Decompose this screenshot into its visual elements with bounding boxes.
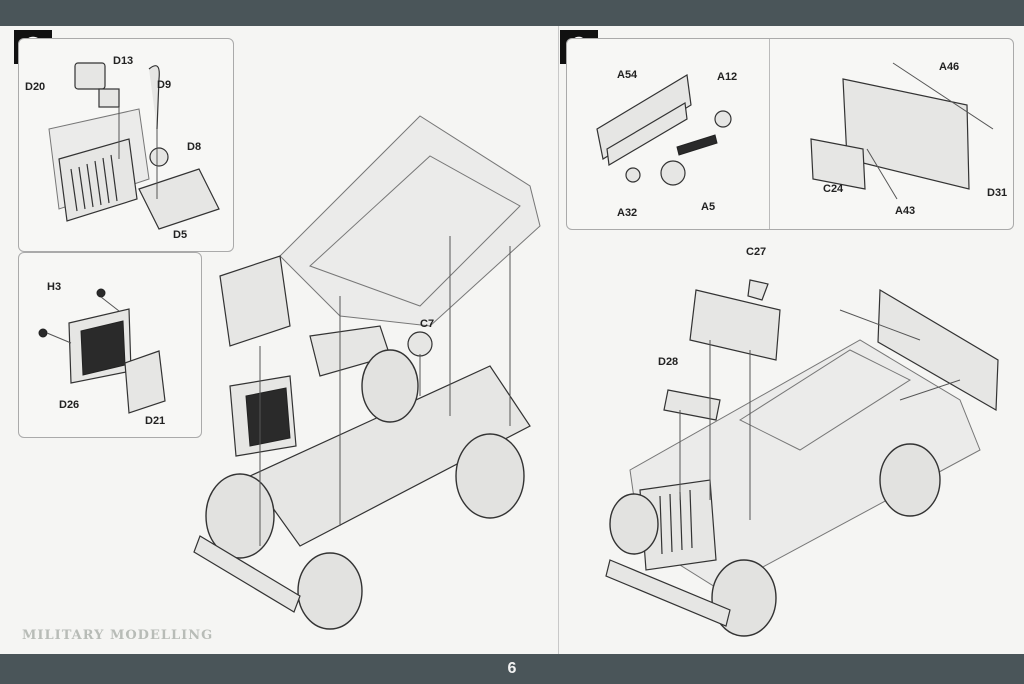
step-8-subassembly-grille: D20 D13 D9 D8 D5	[18, 38, 234, 252]
part-label-a54: A54	[617, 69, 638, 81]
part-label-d20: D20	[25, 81, 46, 93]
part-label-a43: A43	[895, 205, 916, 217]
radiator-subassembly-drawing	[38, 288, 166, 414]
step-9-main-exploded-view	[605, 279, 999, 637]
part-label-d13: D13	[113, 55, 134, 67]
part-label-c24: C24	[823, 183, 844, 195]
part-label-d31: D31	[987, 187, 1008, 199]
part-label-a46: A46	[939, 61, 960, 73]
step-8-main-exploded-view	[193, 115, 541, 630]
part-label-h3: H3	[47, 281, 62, 293]
subassembly-divider	[769, 39, 770, 229]
part-label-d28: D28	[658, 356, 679, 368]
part-label-a12: A12	[717, 71, 738, 83]
part-label-a32: A32	[617, 207, 638, 219]
step-8-subassembly-radiator: H3 D26 D21	[18, 252, 202, 438]
watermark-logo: MILITARY MODELLING	[22, 628, 214, 643]
part-label-d9: D9	[157, 79, 172, 91]
step-9-subassembly-panels: A54 A12 A32 A5 A46 C24 A43 D31	[566, 38, 1014, 230]
page-number: 6	[507, 660, 517, 677]
page-divider	[558, 26, 559, 654]
part-label-d8: D8	[187, 141, 202, 153]
part-label-c7: C7	[420, 318, 435, 330]
grille-subassembly-drawing	[48, 62, 220, 230]
part-label-a5: A5	[701, 201, 716, 213]
bottom-band	[0, 654, 1024, 684]
part-label-d26: D26	[59, 399, 80, 411]
tailgate-subassembly-drawing	[596, 62, 994, 200]
part-label-d21: D21	[145, 415, 166, 427]
part-label-d5: D5	[173, 229, 188, 241]
top-band	[0, 0, 1024, 26]
part-label-c27: C27	[746, 246, 767, 258]
